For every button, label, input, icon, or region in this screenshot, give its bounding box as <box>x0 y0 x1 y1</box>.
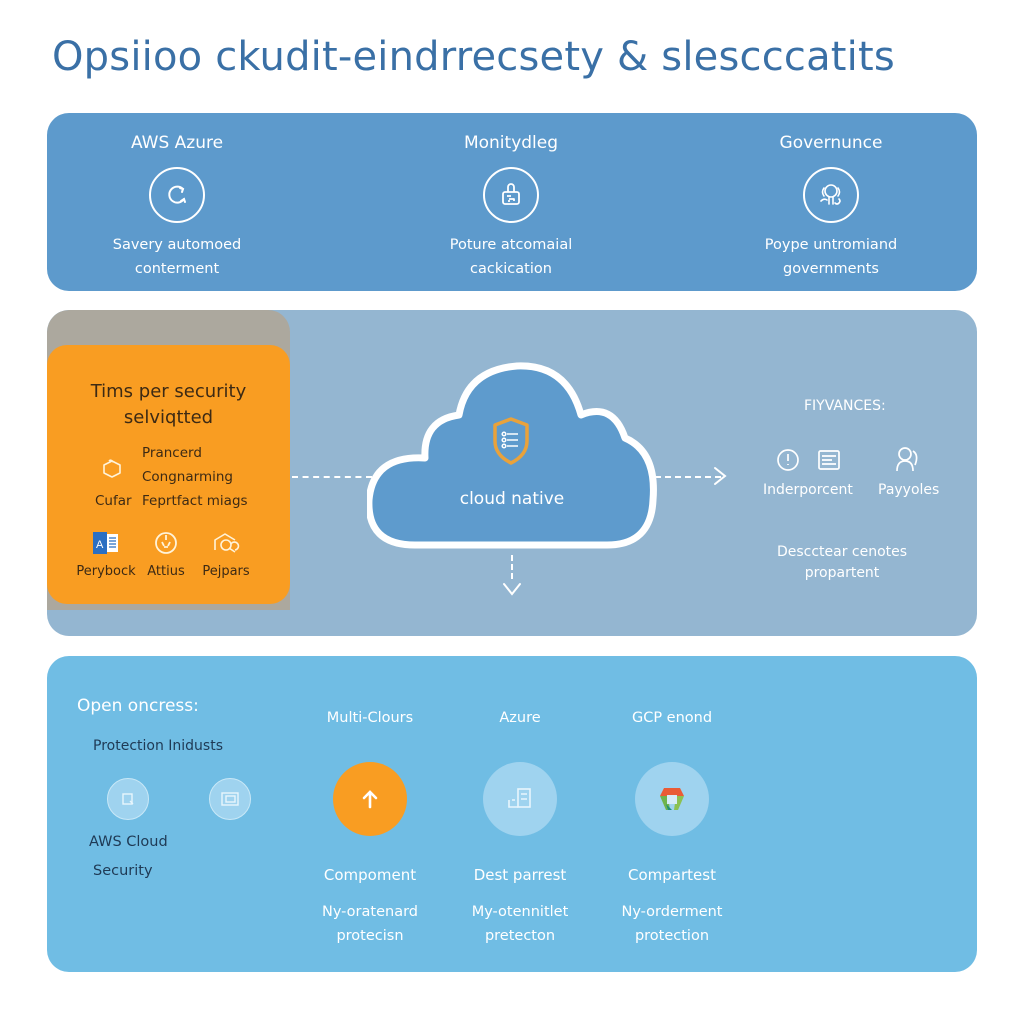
cloud-native-panel: Tims per security selviqtted Prancerd Co… <box>47 310 977 636</box>
cloud-providers-panel: AWS Azure Savery automoed conterment Mon… <box>47 113 977 291</box>
cloud-shape <box>365 362 657 549</box>
card-title: selviqtted <box>123 407 214 428</box>
card-item-playbook[interactable]: A Perybock <box>71 530 141 579</box>
lock-flow-icon <box>483 167 539 223</box>
column-title: Azure <box>499 710 541 726</box>
provider-desc: cackication <box>470 261 552 277</box>
provider-desc: conterment <box>134 261 220 277</box>
provider-title: Monitydleg <box>463 133 559 153</box>
shield-checklist-icon <box>491 417 531 469</box>
security-tips-card[interactable]: Tims per security selviqtted Prancerd Co… <box>47 345 290 604</box>
box-icon <box>101 458 123 484</box>
card-line: Prancerd <box>142 445 202 461</box>
column-title: GCP enond <box>631 710 713 726</box>
section-heading: Open oncress: <box>77 696 199 716</box>
word-doc-icon: A <box>92 530 120 560</box>
column-title: Multi-Clours <box>326 710 414 726</box>
provider-title: Governunce <box>779 133 883 153</box>
column-desc: pretecton <box>484 928 556 944</box>
cloud-column-gcp[interactable]: GCP enond Compartest Ny-orderment protec… <box>587 656 757 972</box>
user-governance-icon <box>803 167 859 223</box>
provider-desc: governments <box>783 261 879 277</box>
cloud-native-node[interactable]: cloud native <box>365 360 657 555</box>
card-line: Feprtfact miags <box>142 493 248 509</box>
column-desc: protecisn <box>336 928 404 944</box>
card-item-label: Pejpars <box>202 564 250 579</box>
azure-files-icon[interactable] <box>483 762 557 836</box>
column-name: Compartest <box>628 866 716 884</box>
column-desc: Ny-orderment <box>621 904 723 920</box>
section-subheading: Protection Inidusts <box>93 738 224 754</box>
svg-text:A: A <box>96 539 104 551</box>
card-line: Congnarming <box>142 469 233 485</box>
column-desc: protection <box>634 928 710 944</box>
arrow-up-icon[interactable] <box>333 762 407 836</box>
connector-left <box>292 476 372 478</box>
card-item-label: Perybock <box>76 564 136 579</box>
column-name: Dest parrest <box>473 866 567 884</box>
provider-desc: Poype untromiand <box>764 237 898 253</box>
features-desc: propartent <box>804 565 880 581</box>
user-globe-icon[interactable] <box>891 445 921 477</box>
multi-cloud-panel: Open oncress: Protection Inidusts AWS Cl… <box>47 656 977 972</box>
connector-down <box>511 555 513 579</box>
column-desc: Ny-oratenard <box>322 904 418 920</box>
provider-desc: Poture atcomaial <box>449 237 573 253</box>
document-list-icon[interactable] <box>817 449 841 475</box>
cloud-column-multi[interactable]: Multi-Clours Compoment Ny-oratenard prot… <box>285 656 455 972</box>
gauge-icon <box>153 530 179 560</box>
arrow-right-icon <box>711 465 731 491</box>
provider-card-governance[interactable]: Governunce Poype untromiand governments <box>701 113 961 291</box>
provider-card-monitoring[interactable]: Monitydleg Poture atcomaial cackication <box>381 113 641 291</box>
card-item-pejpars[interactable]: Pejpars <box>191 530 261 579</box>
refresh-icon <box>149 167 205 223</box>
aws-security-label: AWS Cloud <box>89 834 168 850</box>
provider-title: AWS Azure <box>130 133 224 153</box>
feature-label: Payyoles <box>878 482 940 498</box>
card-label: Cufar <box>95 493 132 509</box>
page-title: Opsiioo ckudit-eindrrecsety & slescccati… <box>52 34 895 80</box>
clock-icon[interactable] <box>776 448 800 476</box>
cloud-label: cloud native <box>459 489 565 509</box>
feature-label: Inderporcent <box>763 482 853 498</box>
card-item-attius[interactable]: Attius <box>131 530 201 579</box>
connector-right <box>655 476 721 478</box>
card-title: Tims per security <box>90 381 247 402</box>
provider-desc: Savery automoed <box>112 237 242 253</box>
window-icon[interactable] <box>209 778 251 820</box>
gcp-hexagon-icon[interactable] <box>635 762 709 836</box>
cloud-house-icon <box>211 530 241 560</box>
provider-card-aws-azure[interactable]: AWS Azure Savery automoed conterment <box>47 113 307 291</box>
column-name: Compoment <box>323 866 417 884</box>
cloud-column-azure[interactable]: Azure Dest parrest My-otennitlet pretect… <box>435 656 605 972</box>
features-title: FIYVANCES: <box>804 398 886 414</box>
features-box: FIYVANCES: Inderporcent Payyoles Desccte… <box>747 310 977 636</box>
file-edit-icon[interactable] <box>107 778 149 820</box>
card-item-label: Attius <box>147 564 185 579</box>
aws-security-label: Security <box>93 863 153 879</box>
column-desc: My-otennitlet <box>471 904 569 920</box>
features-desc: Descctear cenotes <box>776 544 908 560</box>
arrow-down-icon <box>501 576 523 602</box>
